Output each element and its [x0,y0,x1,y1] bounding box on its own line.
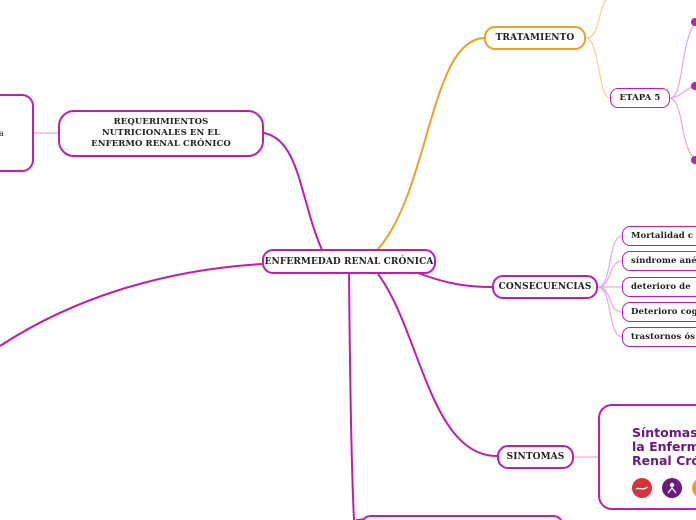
sintomas-image-card[interactable]: Síntomas d la Enferm Renal Cró [598,404,696,510]
consecuencia-item-label: deterioro de [631,282,691,292]
link-cons-1 [597,235,623,288]
consecuencia-item-1[interactable]: Mortalidad c [622,226,696,246]
kidney-icon [632,478,652,498]
etapa5-dot-mid [691,82,696,90]
consecuencias-label: CONSECUENCIAS [498,282,592,292]
consecuencia-item-label: Deterioro cog [631,307,696,317]
consecuencia-item-label: síndrome ané [631,256,696,266]
consecuencias-node[interactable]: CONSECUENCIAS [492,275,598,299]
etapa5-dot-low [691,156,696,164]
consecuencia-item-label: trastornos ós [631,332,696,342]
sintomas-card-title-line: la Enferm [632,439,696,454]
consecuencia-item-label: Mortalidad c [631,231,694,241]
bottom-branch-node[interactable] [360,515,564,520]
central-label: ENFERMEDAD RENAL CRÓNICA [264,256,434,267]
requerimientos-label: REQUERIMIENTOS NUTRICIONALES EN EL ENFER… [91,117,231,149]
sintomas-card-title-line: Síntomas d [632,425,696,440]
sintomas-card-title: Síntomas d la Enferm Renal Cró [632,426,696,468]
tratamiento-node[interactable]: TRATAMIENTO [484,26,586,50]
central-node[interactable]: ENFERMEDAD RENAL CRÓNICA [262,249,436,274]
etapa5-node[interactable]: ETAPA 5 [610,88,670,108]
sintomas-label: SINTOMAS [506,452,565,462]
consecuencia-item-2[interactable]: síndrome ané [622,251,696,271]
link-etapa5-top [669,21,696,99]
left-fragment-node[interactable]: a [0,94,34,172]
etapa5-label: ETAPA 5 [619,93,661,103]
person-icon [662,478,682,498]
link-cons-2 [597,260,623,288]
tratamiento-label: TRATAMIENTO [495,33,575,43]
left-fragment-text: a [0,128,4,138]
etapa5-dot-top [691,18,696,26]
link-central-left [0,263,263,347]
link-tratamiento-etapa5 [585,37,611,99]
link-central-bottom [348,273,355,520]
link-central-consecuencias [417,272,493,288]
link-central-tratamiento [377,37,485,250]
orange-circle-icon [692,478,696,498]
link-central-sintomas [377,273,498,457]
link-etapa5-low [669,97,696,161]
sintomas-card-title-line: Renal Cró [632,453,696,468]
link-cons-4 [597,286,623,313]
link-cons-5 [597,286,623,338]
sintomas-node[interactable]: SINTOMAS [497,445,574,469]
consecuencia-item-5[interactable]: trastornos ós [622,327,696,347]
requerimientos-node[interactable]: REQUERIMIENTOS NUTRICIONALES EN EL ENFER… [58,110,264,157]
consecuencia-item-3[interactable]: deterioro de [622,277,696,297]
consecuencia-item-4[interactable]: Deterioro cog [622,302,696,322]
link-tratamiento-top [585,0,607,39]
link-central-requerimientos [263,132,323,251]
